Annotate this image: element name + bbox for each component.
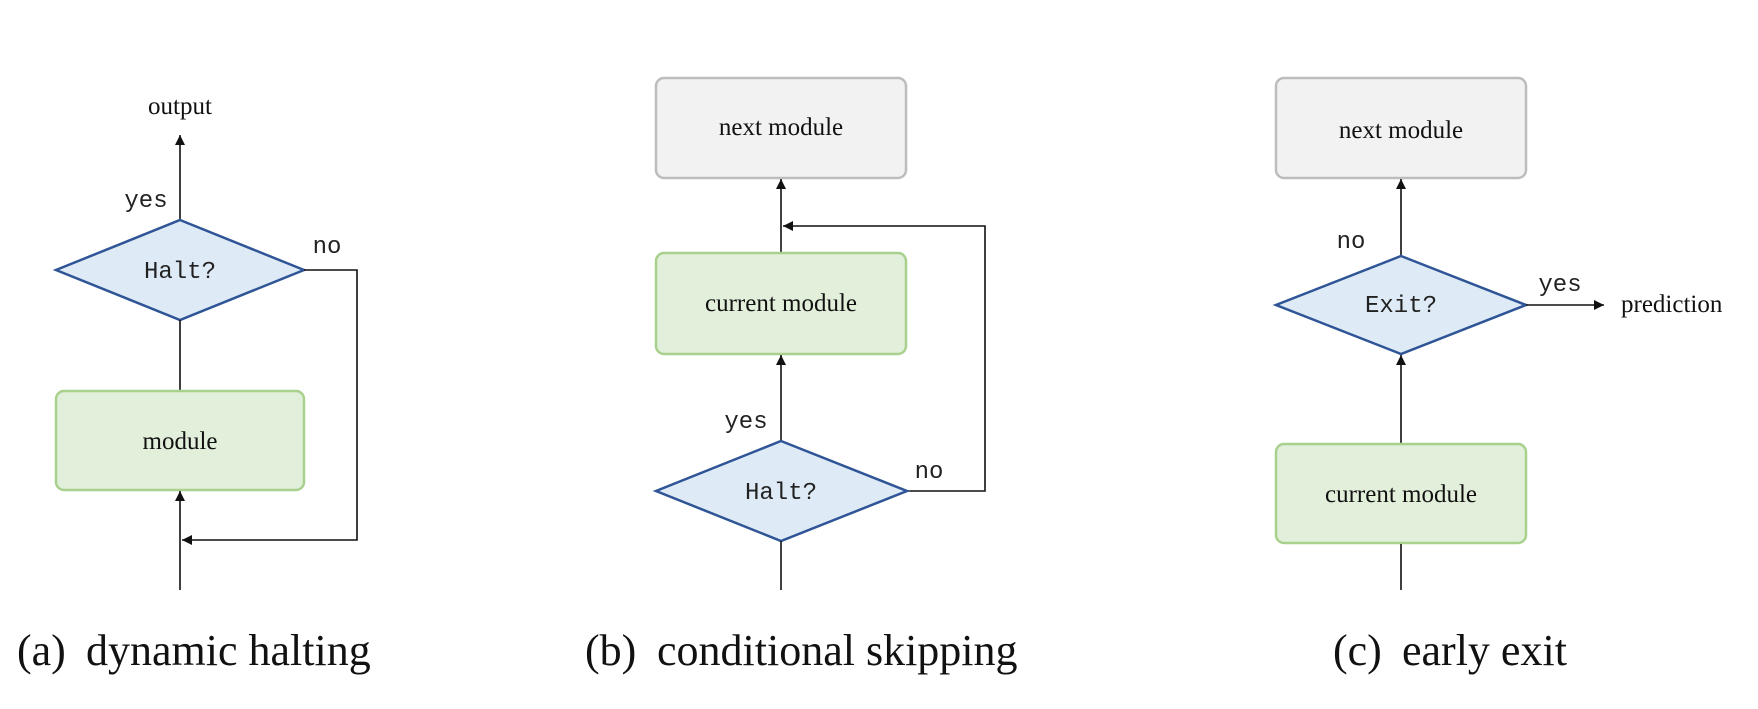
output-label: output [148, 93, 212, 120]
current-module-label: current module [1325, 481, 1477, 508]
panel-c-early-exit: next module no Exit? yes prediction curr… [1272, 76, 1723, 590]
current-module-box [654, 251, 908, 356]
module-label: module [143, 428, 218, 455]
no-label: no [915, 459, 944, 486]
halt-decision-label: Halt? [745, 480, 817, 507]
no-label: no [313, 234, 342, 261]
panel-b-conditional-skipping: next module current module yes Halt? no [652, 76, 986, 590]
prediction-label: prediction [1621, 291, 1723, 318]
caption-letter: (c) [1333, 626, 1382, 675]
next-module-label: next module [1339, 117, 1463, 144]
caption-letter: (a) [17, 626, 66, 675]
current-module-box [1274, 442, 1528, 545]
caption-a: (a) dynamic halting [17, 626, 371, 675]
halt-decision-label: Halt? [144, 259, 216, 286]
module-box [54, 389, 306, 492]
next-module-box [654, 76, 908, 180]
caption-text: dynamic halting [86, 626, 371, 675]
skip-arrow [783, 221, 986, 492]
caption-letter: (b) [585, 626, 636, 675]
exit-decision-label: Exit? [1365, 293, 1437, 320]
yes-label: yes [1538, 272, 1581, 299]
no-label: no [1337, 229, 1366, 256]
caption-c: (c) early exit [1333, 626, 1567, 675]
next-module-label: next module [719, 114, 843, 141]
current-module-label: current module [705, 290, 857, 317]
yes-label: yes [724, 409, 767, 436]
yes-label: yes [124, 188, 167, 215]
loop-back-arrow [182, 269, 358, 545]
panel-a-dynamic-halting: output yes Halt? no module [52, 93, 358, 590]
caption-b: (b) conditional skipping [585, 626, 1018, 675]
caption-text: early exit [1402, 626, 1567, 675]
caption-text: conditional skipping [657, 626, 1018, 675]
next-module-box [1274, 76, 1528, 180]
exit-decision-diamond [1272, 254, 1530, 356]
